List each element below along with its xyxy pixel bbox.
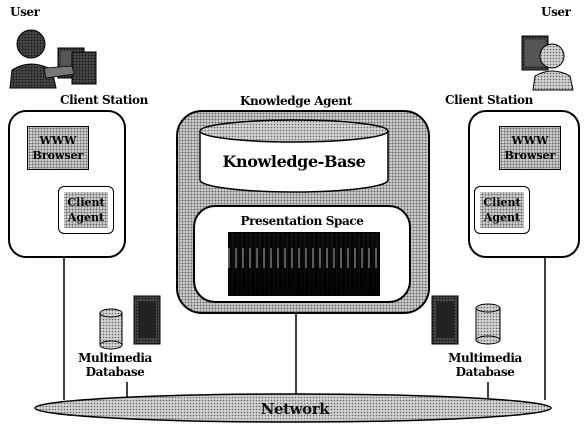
user-icon-left xyxy=(10,30,96,88)
client-agent-right[interactable]: Client Agent xyxy=(474,186,530,234)
user-label-left: User xyxy=(10,5,40,19)
database-label-right: Multimedia Database xyxy=(440,351,530,379)
presentation-image-overlay xyxy=(228,248,378,268)
knowledge-agent-title: Knowledge Agent xyxy=(240,94,352,108)
database-icon-right xyxy=(432,296,500,344)
user-label-right: User xyxy=(541,5,571,19)
database-icon-left xyxy=(100,296,160,349)
www-browser-left[interactable]: WWW Browser xyxy=(27,126,89,170)
client-agent-left[interactable]: Client Agent xyxy=(58,186,114,234)
network-label: Network xyxy=(250,400,340,418)
www-browser-right[interactable]: WWW Browser xyxy=(499,126,561,170)
database-label-left: Multimedia Database xyxy=(70,351,160,379)
client-station-title-left: Client Station xyxy=(60,93,148,107)
client-station-title-right: Client Station xyxy=(445,93,533,107)
knowledge-base-label: Knowledge-Base xyxy=(200,152,388,171)
presentation-space-title: Presentation Space xyxy=(193,214,411,228)
user-icon-right xyxy=(522,36,573,90)
